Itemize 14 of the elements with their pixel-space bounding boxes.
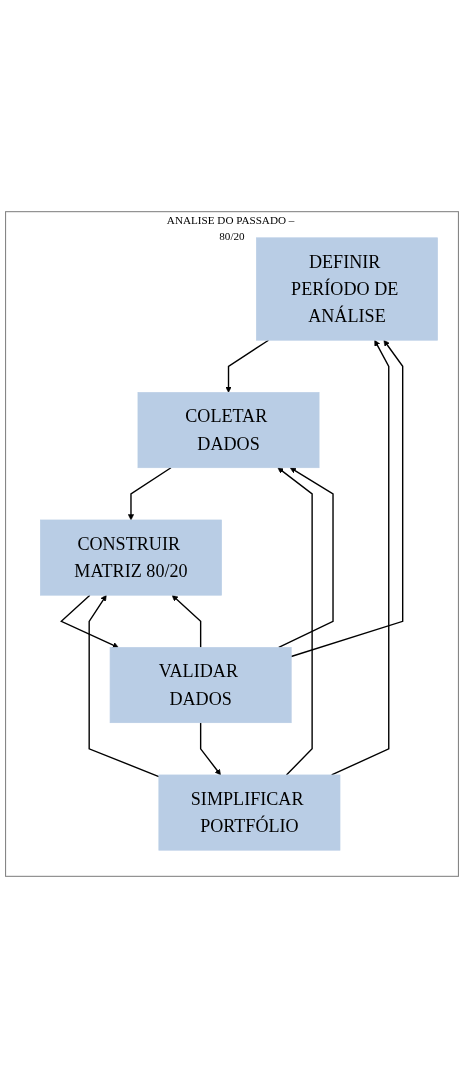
node-box: SIMPLIFICAR PORTFÓLIO <box>158 774 341 851</box>
node-box: COLETAR DADOS <box>137 392 320 469</box>
arrow <box>171 594 202 649</box>
node-box: VALIDAR DADOS <box>109 647 292 724</box>
arrow <box>278 467 334 649</box>
arrow <box>199 722 221 776</box>
node-box: CONSTRUIR MATRIZ 80/20 <box>40 519 222 596</box>
arrow <box>88 594 160 778</box>
node-box: DEFINIR PERÍODO DE ANÁLISE <box>256 237 438 341</box>
arrow <box>277 467 313 776</box>
arrow <box>60 594 119 648</box>
arrow <box>225 339 270 393</box>
arrow <box>127 467 172 521</box>
arrow <box>290 339 404 658</box>
